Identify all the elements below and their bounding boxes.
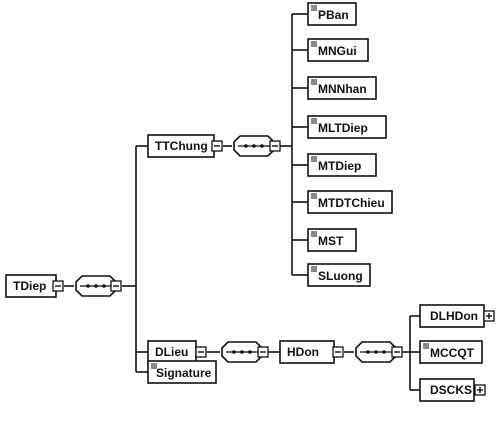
element-dlieu-label: DLieu	[155, 345, 188, 359]
element-doc-icon	[311, 193, 317, 199]
connector-lines	[64, 13, 420, 391]
minus-icon[interactable]	[391, 346, 403, 358]
element-mtdtchieu-label: MTDTChieu	[318, 196, 385, 210]
element-mngui-label: MNGui	[318, 44, 357, 58]
element-mst-label: MST	[318, 234, 344, 248]
element-mltdiep[interactable]: MLTDiep	[307, 115, 387, 139]
sequence-compositor-icon[interactable]	[233, 135, 275, 157]
element-dlhdon-label: DLHDon	[430, 309, 478, 323]
element-mtdiep-label: MTDiep	[318, 159, 361, 173]
element-dscks[interactable]: DSCKS	[419, 378, 475, 402]
sequence-compositor-icon[interactable]	[355, 341, 397, 363]
element-doc-icon	[311, 118, 317, 124]
element-mnnhan-label: MNNhan	[318, 82, 367, 96]
plus-icon[interactable]	[474, 384, 486, 396]
element-doc-icon	[311, 266, 317, 272]
element-tdiep-label: TDiep	[13, 279, 46, 293]
minus-icon[interactable]	[195, 346, 207, 358]
element-signature-label: Signature	[156, 366, 212, 380]
element-mst[interactable]: MST	[307, 228, 357, 252]
element-signature[interactable]: Signature	[147, 360, 217, 384]
element-pban-label: PBan	[318, 8, 349, 22]
element-dlhdon[interactable]: DLHDon	[419, 304, 485, 328]
sequence-compositor-icon[interactable]	[75, 275, 117, 297]
element-doc-icon	[311, 5, 317, 11]
element-mnnhan[interactable]: MNNhan	[307, 76, 377, 100]
element-doc-icon	[311, 231, 317, 237]
element-mccqt-label: MCCQT	[430, 346, 475, 360]
minus-icon[interactable]	[110, 280, 122, 292]
minus-icon[interactable]	[211, 140, 223, 152]
element-mccqt[interactable]: MCCQT	[419, 340, 483, 364]
element-hdon[interactable]: HDon	[279, 340, 335, 364]
sequence-compositor-icon[interactable]	[221, 341, 263, 363]
element-dscks-label: DSCKS	[430, 383, 472, 397]
element-doc-icon	[311, 41, 317, 47]
element-sluong-label: SLuong	[318, 269, 363, 283]
minus-icon[interactable]	[332, 346, 344, 358]
element-doc-icon	[311, 79, 317, 85]
element-mngui[interactable]: MNGui	[307, 38, 369, 62]
element-doc-icon	[151, 363, 157, 369]
element-hdon-label: HDon	[287, 345, 319, 359]
plus-icon[interactable]	[483, 310, 495, 322]
minus-icon[interactable]	[257, 346, 269, 358]
element-ttchung-label: TTChung	[155, 139, 208, 153]
element-dlieu[interactable]: DLieu	[147, 340, 197, 364]
element-tdiep[interactable]: TDiep	[5, 274, 57, 298]
element-pban[interactable]: PBan	[307, 2, 357, 26]
element-mtdtchieu[interactable]: MTDTChieu	[307, 190, 393, 214]
minus-icon[interactable]	[269, 140, 281, 152]
element-ttchung[interactable]: TTChung	[147, 134, 215, 158]
minus-icon[interactable]	[52, 280, 64, 292]
element-doc-icon	[423, 343, 429, 349]
element-mtdiep[interactable]: MTDiep	[307, 153, 377, 177]
element-sluong[interactable]: SLuong	[307, 263, 371, 287]
element-doc-icon	[311, 156, 317, 162]
element-mltdiep-label: MLTDiep	[318, 121, 368, 135]
